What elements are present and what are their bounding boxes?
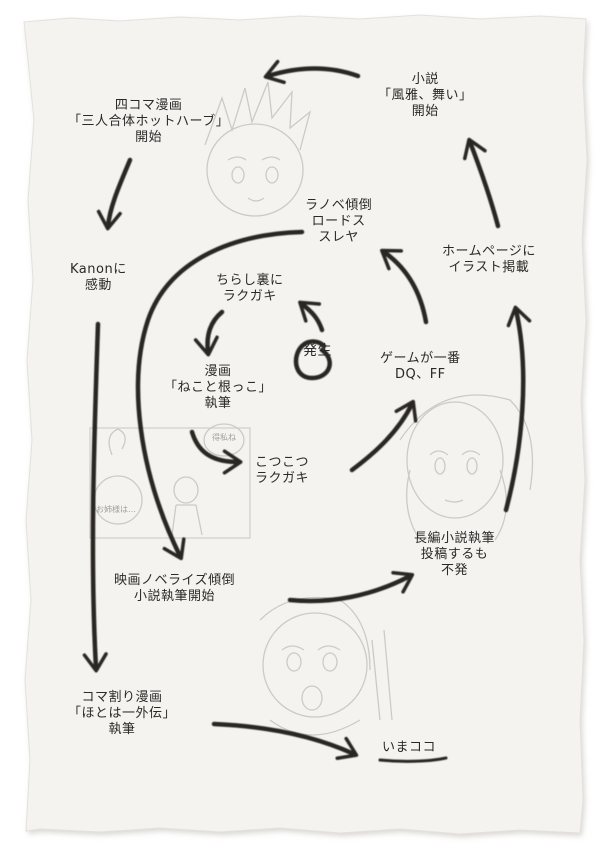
arrow-koma-to-now: [211, 721, 359, 761]
arrow-movie-to-longnovel: [287, 570, 415, 604]
node-light-novel: ラノベ傾倒 ロードス スレヤ: [305, 198, 373, 245]
inset-bubble-b: お姉様は…: [96, 504, 136, 514]
node-origin: 発生: [303, 343, 332, 359]
node-movie-novelize: 映画ノベライズ傾倒 小説執筆開始: [114, 573, 236, 604]
origin-loop: [293, 339, 332, 381]
paper-sheet: [23, 14, 589, 837]
node-manga-nekoto: 漫画 「ねこと根っこ」 執筆: [164, 364, 273, 411]
arrow-kanon-to-koma: [82, 321, 108, 673]
arrow-manga-to-kotsukotsu: [189, 429, 243, 475]
node-now-here: いまココ: [382, 740, 437, 755]
node-homepage: ホームページに イラスト掲載: [442, 244, 536, 275]
node-long-novel: 長編小説執筆 投稿するも 不発: [414, 531, 496, 578]
flow-arrows: [82, 59, 532, 763]
arrow-yonkoma-to-kanon: [96, 157, 133, 231]
node-kanon: Kanonに 感動: [70, 262, 127, 293]
arrow-kotsukotsu-to-game: [349, 399, 418, 473]
arrow-lightnovel-to-movie: [135, 229, 305, 561]
arrow-fuuga-to-yonkoma: [263, 59, 361, 85]
node-game: ゲームが一番 DQ、FF: [380, 351, 461, 382]
arrow-game-to-lightnovel: [380, 248, 429, 325]
now-underline: [378, 756, 448, 763]
node-koma-manga: コマ割り漫画 「ほとは一外伝」 執筆: [68, 690, 177, 737]
arrow-flyer-to-manga: [193, 309, 225, 357]
arrow-origin-to-flyer: [298, 300, 325, 333]
inset-bubble-a: 得私ね: [212, 432, 236, 442]
node-novel-fuuga: 小説 「風雅、舞い」 開始: [378, 72, 473, 119]
node-yonkoma: 四コマ漫画 「三人合体ホットハーブ」 開始: [68, 98, 230, 145]
node-flyer-doodle: ちらし裏に ラクガキ: [216, 273, 284, 304]
arrow-homepage-to-fuuga: [463, 137, 501, 229]
node-kotsukotsu: こつこつ ラクガキ: [255, 455, 310, 486]
arrow-longnovel-to-homepage: [503, 305, 532, 513]
